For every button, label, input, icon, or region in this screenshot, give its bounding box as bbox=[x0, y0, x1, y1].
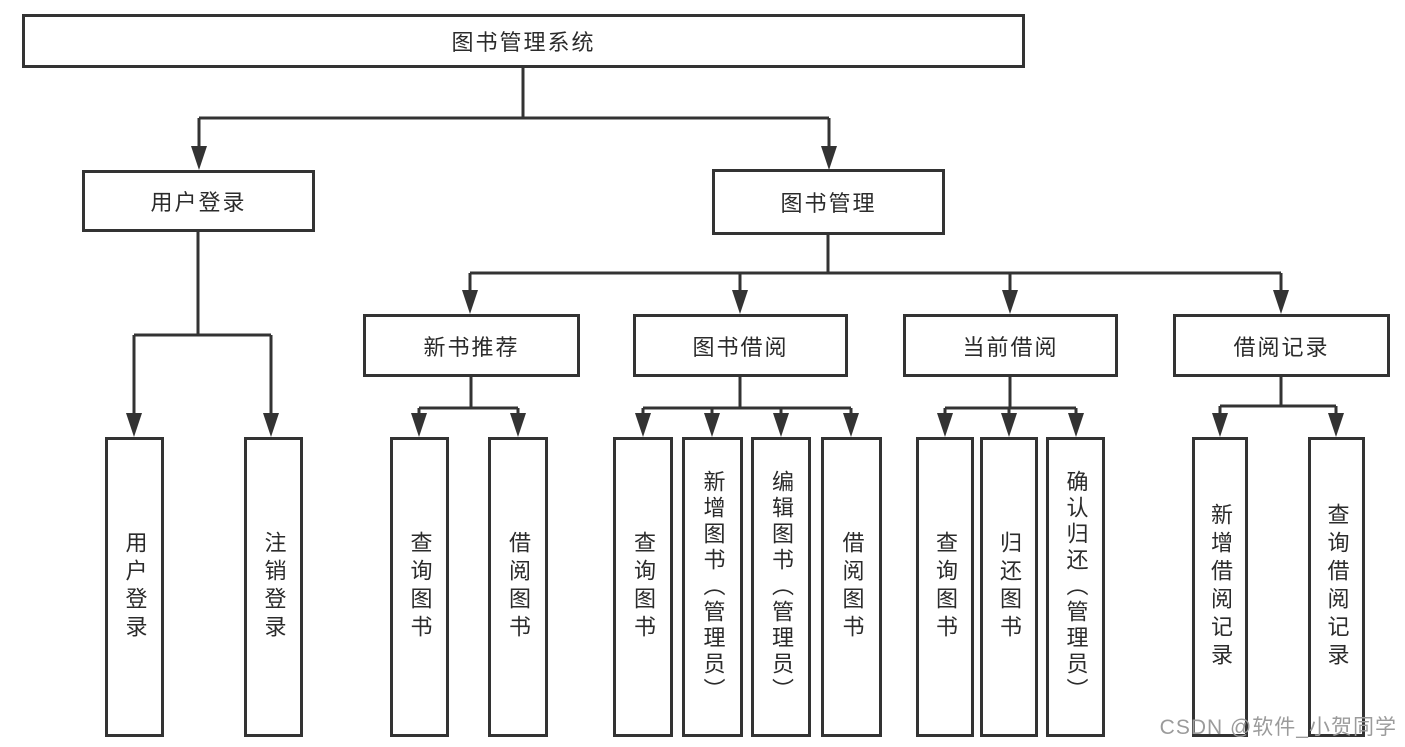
leaf-borrow-books-1-label: 借阅图书 bbox=[506, 531, 531, 643]
node-book-management: 图书管理 bbox=[712, 169, 945, 235]
node-current-borrowing: 当前借阅 bbox=[903, 314, 1118, 377]
node-new-book-recommend: 新书推荐 bbox=[363, 314, 580, 377]
leaf-logout-label: 注销登录 bbox=[261, 531, 287, 643]
node-book-borrowing: 图书借阅 bbox=[633, 314, 848, 377]
node-borrowing-records: 借阅记录 bbox=[1173, 314, 1390, 377]
leaf-query-borrow-record-label: 查询借阅记录 bbox=[1324, 503, 1350, 671]
leaf-query-books-1-label: 查询图书 bbox=[407, 531, 433, 643]
leaf-borrow-books-2: 借阅图书 bbox=[821, 437, 882, 737]
node-new-book-recommend-label: 新书推荐 bbox=[423, 334, 520, 360]
leaf-query-books-3-label: 查询图书 bbox=[933, 531, 958, 643]
node-user-login-label: 用户登录 bbox=[150, 190, 247, 215]
leaf-edit-books-admin: 编辑图书（管理员） bbox=[751, 437, 811, 737]
leaf-query-books-2-label: 查询图书 bbox=[631, 531, 656, 643]
node-root: 图书管理系统 bbox=[22, 14, 1025, 68]
node-book-management-label: 图书管理 bbox=[780, 191, 877, 216]
leaf-query-books-1: 查询图书 bbox=[390, 437, 449, 737]
node-book-borrowing-label: 图书借阅 bbox=[692, 334, 789, 360]
leaf-user-login-label: 用户登录 bbox=[122, 531, 148, 643]
watermark: CSDN @软件_小贺同学 bbox=[1159, 716, 1397, 739]
node-user-login: 用户登录 bbox=[82, 170, 315, 232]
node-current-borrowing-label: 当前借阅 bbox=[962, 334, 1059, 360]
leaf-user-login: 用户登录 bbox=[105, 437, 164, 737]
leaf-query-books-3: 查询图书 bbox=[916, 437, 974, 737]
leaf-add-books-admin: 新增图书（管理员） bbox=[682, 437, 743, 737]
node-borrowing-records-label: 借阅记录 bbox=[1233, 334, 1330, 360]
leaf-add-borrow-record-label: 新增借阅记录 bbox=[1208, 503, 1233, 671]
leaf-confirm-return-admin-label: 确认归还（管理员） bbox=[1063, 470, 1089, 704]
leaf-add-borrow-record: 新增借阅记录 bbox=[1192, 437, 1248, 737]
leaf-return-books-label: 归还图书 bbox=[997, 531, 1022, 643]
leaf-return-books: 归还图书 bbox=[980, 437, 1038, 737]
leaf-logout: 注销登录 bbox=[244, 437, 303, 737]
leaf-add-books-admin-label: 新增图书（管理员） bbox=[700, 470, 726, 704]
leaf-borrow-books-2-label: 借阅图书 bbox=[839, 531, 865, 643]
leaf-borrow-books-1: 借阅图书 bbox=[488, 437, 548, 737]
leaf-edit-books-admin-label: 编辑图书（管理员） bbox=[769, 470, 794, 704]
leaf-confirm-return-admin: 确认归还（管理员） bbox=[1046, 437, 1105, 737]
leaf-query-books-2: 查询图书 bbox=[613, 437, 673, 737]
leaf-query-borrow-record: 查询借阅记录 bbox=[1308, 437, 1365, 737]
node-root-label: 图书管理系统 bbox=[451, 30, 596, 55]
